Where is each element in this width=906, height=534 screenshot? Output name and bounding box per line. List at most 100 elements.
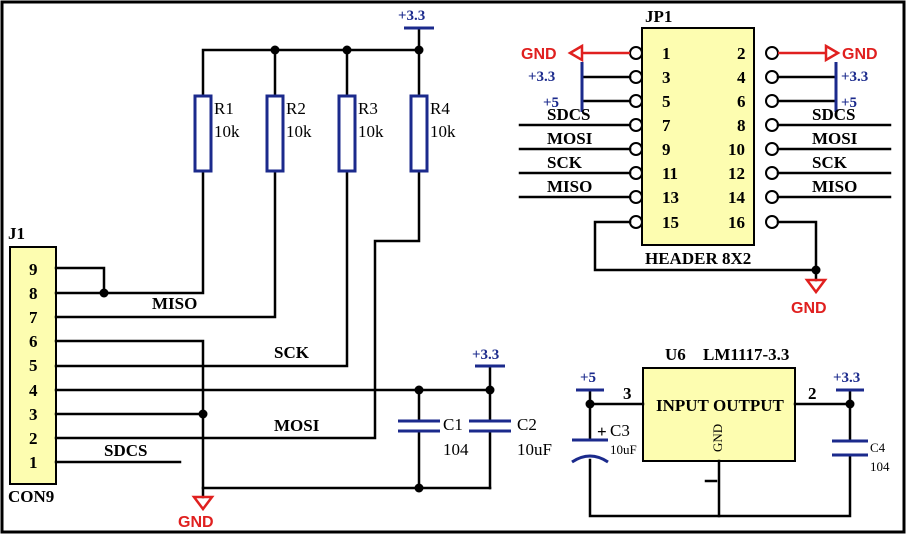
c4-ref: C4 bbox=[870, 440, 886, 455]
jp1-pin-15: 15 bbox=[662, 213, 679, 232]
jp1-right-net-miso: MISO bbox=[812, 177, 857, 196]
resistor-r2: R2 10k bbox=[265, 94, 312, 173]
j1-pin-8: 8 bbox=[29, 284, 38, 303]
j1-pin-7: 7 bbox=[29, 308, 38, 327]
j1-pin-4: 4 bbox=[29, 381, 38, 400]
jp1-name: HEADER 8X2 bbox=[645, 249, 751, 268]
u6-pin-2: 2 bbox=[808, 384, 817, 403]
jp1-pin-9: 9 bbox=[662, 140, 671, 159]
c2-ref: C2 bbox=[517, 415, 537, 434]
jp1-right-net-33: +3.3 bbox=[841, 69, 868, 85]
jp1-pin-5: 5 bbox=[662, 92, 671, 111]
gnd-j1-label: GND bbox=[178, 514, 214, 531]
c3-ref: C3 bbox=[610, 421, 630, 440]
jp1-pin-10: 10 bbox=[728, 140, 745, 159]
r2-ref: R2 bbox=[286, 99, 306, 118]
gnd-left-arrow bbox=[567, 43, 584, 63]
j1-pin-2: 2 bbox=[29, 429, 38, 448]
j1-pin-1: 1 bbox=[29, 453, 38, 472]
gnd-j1-symbol bbox=[191, 495, 215, 512]
v33-c2-label: +3.3 bbox=[472, 347, 499, 363]
capacitor-c4 bbox=[832, 439, 868, 457]
r3-ref: R3 bbox=[358, 99, 378, 118]
u6-name: LM1117-3.3 bbox=[703, 345, 789, 364]
jp1-pin-4: 4 bbox=[737, 68, 746, 87]
c1-ref: C1 bbox=[443, 415, 463, 434]
u6-body bbox=[642, 367, 796, 462]
j1-pin-9: 9 bbox=[29, 260, 38, 279]
jp1-body bbox=[641, 27, 755, 246]
pullup-rail bbox=[201, 48, 421, 98]
v5-u6-label: +5 bbox=[580, 370, 596, 386]
net-label-mosi: MOSI bbox=[274, 416, 320, 435]
c3-plus: + bbox=[597, 422, 607, 441]
gnd-right-arrow bbox=[824, 43, 841, 63]
u6-pin-3: 3 bbox=[623, 384, 632, 403]
jp1-right-pins: 2 4 6 8 10 12 14 16 bbox=[728, 44, 779, 232]
c3-value: 10uF bbox=[610, 442, 637, 457]
jp1-pin-11: 11 bbox=[662, 164, 678, 183]
jp1-pin-7: 7 bbox=[662, 116, 671, 135]
jp1-right-net-mosi: MOSI bbox=[812, 129, 858, 148]
net-label-sck: SCK bbox=[274, 343, 310, 362]
jp1-left-net-33: +3.3 bbox=[528, 69, 555, 85]
j1-pin-5: 5 bbox=[29, 356, 38, 375]
gnd-jp1-symbol bbox=[804, 278, 828, 295]
jp1-pin-8: 8 bbox=[737, 116, 746, 135]
jp1-pin-16: 16 bbox=[728, 213, 745, 232]
c2-value: 10uF bbox=[517, 440, 552, 459]
capacitor-c2 bbox=[469, 419, 511, 433]
jp1-right-net-sck: SCK bbox=[812, 153, 848, 172]
jp1-right-net-sdcs: SDCS bbox=[812, 105, 855, 124]
junction-j1-gnd bbox=[198, 409, 208, 419]
jp1-pin-2: 2 bbox=[737, 44, 746, 63]
junction-j1-pins-8-9 bbox=[99, 288, 109, 298]
v33-u6-label: +3.3 bbox=[833, 370, 860, 386]
j1-wires bbox=[54, 169, 492, 490]
resistor-r1: R1 10k bbox=[193, 94, 240, 173]
net-label-miso: MISO bbox=[152, 294, 197, 313]
jp1-left-net-sck: SCK bbox=[547, 153, 583, 172]
c4-value: 104 bbox=[870, 459, 890, 474]
gnd-jp1-label: GND bbox=[791, 300, 827, 317]
j1-pin-numbers: 9 8 7 6 5 4 3 2 1 bbox=[29, 260, 38, 472]
r3-value: 10k bbox=[358, 122, 384, 141]
jp1-pin-14: 14 bbox=[728, 188, 746, 207]
v33-top-label: +3.3 bbox=[398, 8, 425, 24]
jp1-ref: JP1 bbox=[645, 7, 672, 26]
jp1-right-net-5: +5 bbox=[841, 95, 857, 111]
j1-body bbox=[9, 246, 57, 485]
jp1-right-net-gnd: GND bbox=[842, 46, 878, 63]
net-label-sdcs: SDCS bbox=[104, 441, 147, 460]
j1-pin-3: 3 bbox=[29, 405, 38, 424]
r2-value: 10k bbox=[286, 122, 312, 141]
r4-ref: R4 bbox=[430, 99, 450, 118]
jp1-pin-12: 12 bbox=[728, 164, 745, 183]
jp1-left-net-gnd: GND bbox=[521, 46, 557, 63]
jp1-pin-3: 3 bbox=[662, 68, 671, 87]
jp1-pin-6: 6 bbox=[737, 92, 746, 111]
jp1-left-net-sdcs: SDCS bbox=[547, 105, 590, 124]
jp1-left-net-miso: MISO bbox=[547, 177, 592, 196]
r1-value: 10k bbox=[214, 122, 240, 141]
jp1-pins-15-16-loop bbox=[593, 220, 818, 272]
r4-value: 10k bbox=[430, 122, 456, 141]
resistor-r4: R4 10k bbox=[409, 94, 456, 173]
u6-gnd-label: GND bbox=[710, 424, 725, 452]
jp1-left-net-5: +5 bbox=[543, 95, 559, 111]
j1-ref: J1 bbox=[8, 224, 25, 243]
c1-value: 104 bbox=[443, 440, 469, 459]
j1-name: CON9 bbox=[8, 487, 54, 506]
resistor-r3: R3 10k bbox=[337, 94, 384, 173]
capacitor-c1 bbox=[398, 419, 440, 433]
jp1-left-pins: 1 3 5 7 9 11 13 15 bbox=[629, 44, 679, 232]
u6-input-label: INPUT bbox=[656, 396, 710, 415]
u6-output-label: OUTPUT bbox=[713, 396, 785, 415]
r1-ref: R1 bbox=[214, 99, 234, 118]
jp1-pin-1: 1 bbox=[662, 44, 671, 63]
u6-ref: U6 bbox=[665, 345, 686, 364]
jp1-left-net-mosi: MOSI bbox=[547, 129, 593, 148]
jp1-pin-13: 13 bbox=[662, 188, 679, 207]
